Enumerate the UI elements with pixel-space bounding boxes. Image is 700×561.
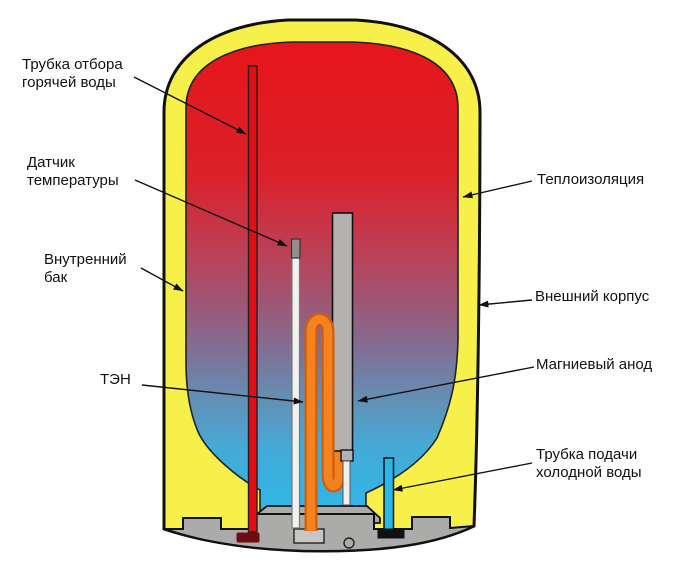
label-outer-casing: Внешний корпус bbox=[535, 288, 649, 306]
label-temperature-sensor: Датчик температуры bbox=[27, 154, 119, 190]
label-cold-water-tube-line2: холодной воды bbox=[536, 464, 642, 481]
temperature-sensor-tube bbox=[291, 243, 301, 529]
label-heating-element-line1: ТЭН bbox=[100, 371, 131, 388]
label-outer-casing-line1: Внешний корпус bbox=[535, 288, 650, 305]
label-temperature-sensor-line1: Датчик bbox=[27, 154, 75, 171]
magnesium-anode-rod bbox=[331, 212, 354, 452]
label-inner-tank: Внутренний бак bbox=[44, 251, 127, 287]
leader-lines bbox=[133, 76, 535, 492]
cold-water-tube bbox=[383, 457, 395, 532]
label-hot-water-tube-line2: горячей воды bbox=[22, 74, 116, 91]
label-heating-element: ТЭН bbox=[100, 371, 131, 389]
label-temperature-sensor-line2: температуры bbox=[27, 172, 119, 189]
leader-magnesium-anode bbox=[357, 366, 535, 403]
temperature-sensor-tip bbox=[290, 238, 301, 259]
hot-water-tube bbox=[247, 65, 258, 533]
leader-cold-water-tube bbox=[392, 462, 533, 492]
leader-hot-water-tube bbox=[133, 76, 247, 135]
leader-inner-tank bbox=[140, 267, 184, 292]
leader-temp-sensor bbox=[134, 179, 288, 247]
cold-water-fitting bbox=[377, 528, 405, 539]
label-insulation: Теплоизоляция bbox=[537, 171, 644, 189]
anode-step bbox=[340, 449, 354, 462]
label-cold-water-tube: Трубка подачи холодной воды bbox=[536, 446, 642, 482]
label-cold-water-tube-line1: Трубка подачи bbox=[536, 446, 638, 463]
label-magnesium-anode: Магниевый анод bbox=[536, 356, 652, 374]
hot-water-tube-foot bbox=[236, 532, 260, 543]
label-inner-tank-line1: Внутренний bbox=[44, 251, 127, 268]
anode-stud bbox=[342, 460, 351, 506]
base-access-plate bbox=[293, 528, 325, 544]
heating-element-tube bbox=[304, 312, 346, 531]
label-insulation-line1: Теплоизоляция bbox=[537, 171, 645, 188]
base-hole bbox=[343, 537, 355, 549]
leader-insulation bbox=[462, 180, 533, 199]
label-inner-tank-line2: бак bbox=[44, 269, 68, 286]
leader-outer-casing bbox=[478, 299, 533, 308]
label-magnesium-anode-line1: Магниевый анод bbox=[536, 356, 653, 373]
label-hot-water-tube-line1: Трубка отбора bbox=[22, 56, 123, 73]
label-hot-water-tube: Трубка отбора горячей воды bbox=[22, 56, 123, 92]
leader-heating-element bbox=[141, 384, 304, 405]
